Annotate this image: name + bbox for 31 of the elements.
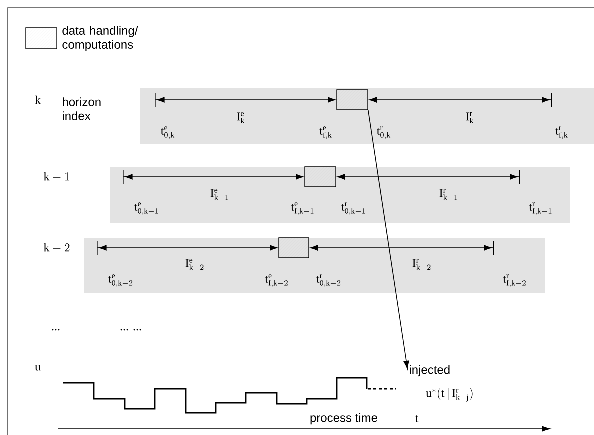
interval-label: $\mathrm{I}^{\mathrm{e}}_{\mathrm{k}-1}$ <box>210 189 228 200</box>
row-index: $\mathrm{k}-2$ <box>44 243 70 252</box>
legend-text: data handling/ computations <box>62 26 138 52</box>
time-label: $\mathrm{t}^{\mathrm{e}}_{\mathrm{f,k}-1}$ <box>291 202 314 216</box>
axis-label: $\mathrm{t}$ <box>415 416 419 422</box>
row-caption: horizon index <box>63 98 101 120</box>
interval-label: $\mathrm{I}^{\mathrm{r}}_{\mathrm{k}-2}$ <box>412 259 431 270</box>
ellipsis: ... ... <box>120 329 142 331</box>
interval-label: $\mathrm{I}^{\mathrm{r}}_{\mathrm{k}}$ <box>466 112 474 124</box>
arrow <box>368 110 410 370</box>
time-label: $\mathrm{t}^{\mathrm{e}}_{\mathrm{0,k}}$ <box>161 126 175 140</box>
injected-label: injected <box>410 365 450 377</box>
row-index: $\mathrm{k}$ <box>35 96 42 104</box>
time-label: $\mathrm{t}^{\mathrm{e}}_{\mathrm{0,k}-1}$ <box>134 202 158 216</box>
time-label: $\mathrm{t}^{\mathrm{r}}_{\mathrm{f,k}-1}$ <box>529 202 552 216</box>
interval-label: $\mathrm{I}^{\mathrm{e}}_{\mathrm{k}-2}$ <box>186 259 204 270</box>
time-label: $\mathrm{t}^{\mathrm{r}}_{\mathrm{f,k}-2}$ <box>503 274 526 288</box>
row-index: $\mathrm{k}-1$ <box>44 172 70 181</box>
axis-label: $\mathrm{u}$ <box>35 365 41 371</box>
time-label: $\mathrm{t}^{\mathrm{e}}_{\mathrm{f,k}}$ <box>320 126 332 140</box>
computation-box <box>278 238 310 258</box>
time-label: $\mathrm{t}^{\mathrm{r}}_{\mathrm{f,k}}$ <box>556 126 568 140</box>
computation-box <box>304 166 336 188</box>
interval-label: $\mathrm{I}^{\mathrm{r}}_{\mathrm{k}-1}$ <box>440 189 458 200</box>
computation-box <box>336 90 368 110</box>
time-label: $\mathrm{t}^{\mathrm{r}}_{\mathrm{0,k}-2}$ <box>316 274 341 288</box>
ellipsis: ... <box>52 329 60 331</box>
signal-label: $\mathrm{u}^{*}(\mathrm{t}\,|\,\mathrm{I}^{\mathrm{r}}_{\mathrm{k}-\mathrm{j}})$ <box>426 388 473 402</box>
axis-title: process time <box>310 413 378 425</box>
interval-label: $\mathrm{I}^{\mathrm{e}}_{\mathrm{k}}$ <box>237 112 245 124</box>
time-label: $\mathrm{t}^{\mathrm{e}}_{\mathrm{0,k}-2}$ <box>108 274 133 288</box>
